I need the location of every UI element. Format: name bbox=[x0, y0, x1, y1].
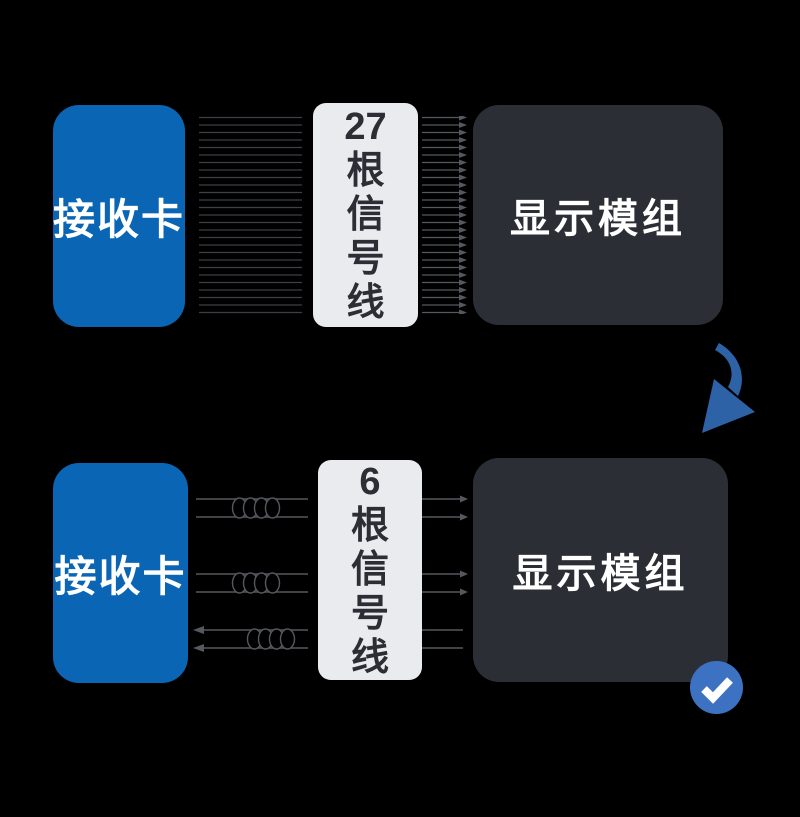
wire-count-line: 根 bbox=[346, 150, 385, 192]
wire-count-line: 27 bbox=[344, 106, 387, 148]
wire-bundle-27-lines bbox=[199, 116, 302, 314]
check-mark-glyph bbox=[701, 677, 733, 704]
curved-arrow-down-left-icon bbox=[702, 343, 755, 433]
wire-count-line: 信 bbox=[350, 549, 389, 591]
wire-count-box-27: 27 根 信 号 线 bbox=[313, 103, 418, 327]
display-module-label: 显示模组 bbox=[512, 552, 689, 596]
twisted-pair-wires bbox=[193, 497, 308, 652]
display-module-label: 显示模组 bbox=[510, 197, 686, 241]
receiver-card-label: 接收卡 bbox=[53, 195, 186, 243]
wire-count-line: 6 bbox=[359, 461, 381, 503]
wire-count-box-6: 6 根 信 号 线 bbox=[318, 460, 422, 680]
display-module-top: 显示模组 bbox=[473, 105, 723, 325]
receiver-card-top: 接收卡 bbox=[53, 105, 185, 327]
display-module-bottom: 显示模组 bbox=[473, 458, 728, 682]
wire-count-line: 线 bbox=[350, 637, 389, 679]
receiver-card-bottom: 接收卡 bbox=[53, 463, 188, 683]
wire-count-line: 号 bbox=[346, 238, 385, 280]
wire-count-line: 号 bbox=[350, 593, 389, 635]
wire-arrows-into-module-bottom bbox=[422, 495, 468, 649]
check-icon bbox=[690, 661, 743, 714]
wire-count-line: 根 bbox=[350, 505, 389, 547]
wire-count-line: 信 bbox=[346, 194, 385, 236]
wire-count-line: 线 bbox=[346, 282, 385, 324]
receiver-card-label: 接收卡 bbox=[54, 552, 187, 600]
wire-arrows-into-module-top bbox=[422, 116, 467, 314]
